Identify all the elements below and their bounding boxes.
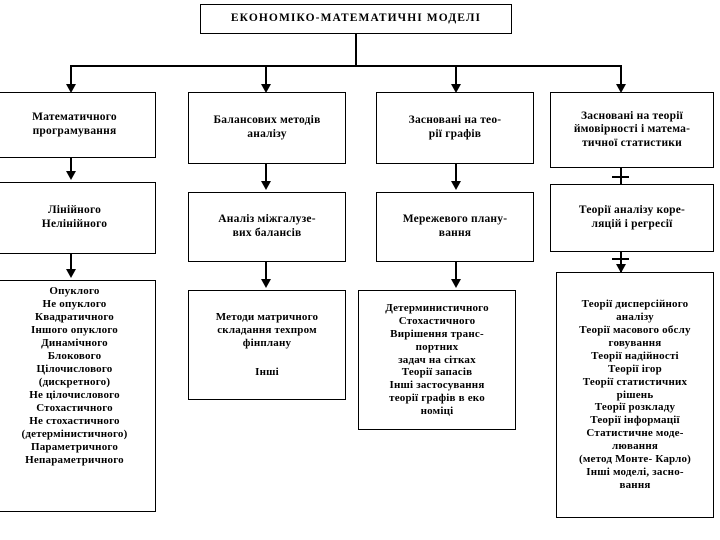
node-col2-level1: Балансових методів аналізу xyxy=(188,92,346,164)
node-col2-level3-line1: Методи матричного xyxy=(215,311,319,324)
node-col4-level3-item-6: Теорії ігор xyxy=(608,362,662,375)
node-col4-level3-item-7: Теорії статистичних xyxy=(582,375,688,388)
node-col1-level3-item-2: Не опуклого xyxy=(42,297,107,310)
node-col2-level1-line2: аналізу xyxy=(247,128,287,140)
connector-tick-col4-l1-l2 xyxy=(612,176,629,178)
node-col3-level3-item-5: задач на сітках xyxy=(398,353,476,366)
node-col1-level3-item-3: Квадратичного xyxy=(35,310,114,323)
node-col4-level3-item-12: лювання xyxy=(611,440,659,453)
node-col4-level3-item-1: Теорії дисперсійного xyxy=(581,297,689,310)
node-col2-level1-line1: Балансових методів xyxy=(213,114,321,127)
connector-arrow-col2-l2-l3 xyxy=(260,279,271,288)
node-col1-level3: Опуклого Не опуклого Квадратичного Іншог… xyxy=(0,280,156,512)
node-col1-level3-item-4: Іншого опуклого xyxy=(31,323,118,336)
node-col4-level3-item-10: Теорії інформації xyxy=(590,414,680,427)
branch-drop-line-2 xyxy=(265,65,267,87)
node-col3-level3-item-9: номіці xyxy=(420,405,454,418)
node-col4-level3: Теорії дисперсійного аналізу Теорії масо… xyxy=(556,272,714,518)
node-col1-level2-line2: Нелінійного xyxy=(41,218,108,230)
node-col4-level3-item-13: (метод Монте- Карло) xyxy=(578,453,692,466)
node-col4-level2-line2: ляцій і регресії xyxy=(591,218,673,230)
node-col4-level3-item-3: Теорії масового обслу xyxy=(579,323,691,336)
node-col4-level3-item-5: Теорії надійності xyxy=(591,349,679,362)
branch-drop-line-3 xyxy=(455,65,457,87)
node-col3-level2-line1: Мережевого плану- xyxy=(402,213,508,226)
branch-arrow-4 xyxy=(615,84,626,93)
node-col1-level2: Лінійного Нелінійного xyxy=(0,182,156,254)
node-col3-level2: Мережевого плану- вання xyxy=(376,192,534,262)
branch-arrow-3 xyxy=(450,84,461,93)
node-col1-level1-line1: Математичного xyxy=(32,111,117,124)
node-col4-level3-item-9: Теорії розкладу xyxy=(594,401,676,414)
connector-tick-col4-l2-l3 xyxy=(612,258,629,260)
connector-arrow-col4-l2-l3 xyxy=(615,264,626,273)
node-col1-level3-item-8: (дискретного) xyxy=(38,375,111,388)
node-col1-level2-line1: Лінійного xyxy=(47,204,102,217)
branch-arrow-2 xyxy=(260,84,271,93)
connector-col4-l2-l3 xyxy=(620,252,622,272)
node-col4-level2: Теорії аналізу коре- ляцій і регресії xyxy=(550,184,714,252)
branch-drop-line-1 xyxy=(70,65,72,87)
node-col4-level1: Засновані на теорії ймовірності і матема… xyxy=(550,92,714,168)
node-col2-level3-line2: складання техпром xyxy=(217,324,317,337)
connector-col2-l2-l3 xyxy=(265,262,267,286)
node-col4-level1-line1: Засновані на теорії xyxy=(580,109,683,122)
connector-col3-l2-l3 xyxy=(455,262,457,286)
node-col2-level3: Методи матричного складання техпром фінп… xyxy=(188,290,346,400)
node-col3-level2-line2: вання xyxy=(438,227,472,239)
node-col1-level3-item-5: Динамічного xyxy=(41,336,108,349)
node-col1-level1: Математичного програмування xyxy=(0,92,156,158)
distribution-bus-line xyxy=(70,65,620,67)
node-col1-level3-item-14: Непараметричного xyxy=(25,453,124,466)
node-col3-level3-item-7: Інші застосування xyxy=(389,379,485,392)
node-col4-level1-line2: ймовірності і матема- xyxy=(573,123,691,136)
connector-col3-l1-l2 xyxy=(455,164,457,188)
node-col1-level1-line2: програмування xyxy=(32,125,117,137)
node-col3-level3-item-2: Стохастичного xyxy=(398,314,476,327)
node-col1-level3-item-7: Цілочислового xyxy=(36,362,113,375)
connector-arrow-col3-l1-l2 xyxy=(450,181,461,190)
connector-arrow-col3-l2-l3 xyxy=(450,279,461,288)
connector-arrow-col1-l2-l3 xyxy=(65,269,76,278)
node-col2-level2: Аналіз міжгалузе- вих балансів xyxy=(188,192,346,262)
node-col3-level3: Детерминистичного Стохастичного Вирішенн… xyxy=(358,290,516,430)
node-col3-level1-line2: рії графів xyxy=(428,128,482,140)
node-col4-level3-item-15: вання xyxy=(619,479,651,492)
node-col1-level3-item-10: Стохастичного xyxy=(36,401,113,414)
node-col3-level1-line1: Засновані на тео- xyxy=(408,114,502,127)
node-col1-level3-item-9: Не цілочислового xyxy=(29,388,120,401)
node-col3-level3-item-4: портних xyxy=(415,340,459,353)
node-col4-level3-item-14: Інші моделі, засно- xyxy=(586,466,684,479)
node-col4-level1-line3: тичної статистики xyxy=(582,136,682,149)
trunk-vertical-line xyxy=(355,34,357,66)
node-col2-level2-line2: вих балансів xyxy=(232,227,302,239)
node-col1-level3-item-1: Опуклого xyxy=(49,285,100,297)
node-col2-level2-line1: Аналіз міжгалузе- xyxy=(218,213,316,226)
node-col3-level1: Засновані на тео- рії графів xyxy=(376,92,534,164)
connector-col1-l2-l3 xyxy=(70,254,72,276)
connector-arrow-col2-l1-l2 xyxy=(260,181,271,190)
connector-col2-l1-l2 xyxy=(265,164,267,188)
diagram-title-box: ЕКОНОМІКО-МАТЕМАТИЧНІ МОДЕЛІ xyxy=(200,4,512,34)
connector-col1-l1-l2 xyxy=(70,158,72,178)
branch-arrow-1 xyxy=(65,84,76,93)
node-col4-level2-line1: Теорії аналізу коре- xyxy=(578,204,686,217)
node-col4-level3-item-11: Статистичне моде- xyxy=(586,427,684,440)
node-col4-level3-item-2: аналізу xyxy=(616,310,654,323)
node-col1-level3-item-11: Не стохастичного xyxy=(29,414,120,427)
node-col3-level3-item-1: Детерминистичного xyxy=(385,301,489,314)
node-col3-level3-item-3: Вирішення транс- xyxy=(390,327,484,340)
diagram-title: ЕКОНОМІКО-МАТЕМАТИЧНІ МОДЕЛІ xyxy=(230,12,482,25)
node-col4-level3-item-8: рішень xyxy=(616,388,654,401)
node-col2-level3-extra: Інші xyxy=(255,365,279,378)
node-col4-level3-item-4: говування xyxy=(608,336,662,349)
node-col1-level3-item-6: Блокового xyxy=(47,349,102,362)
node-col1-level3-item-13: Параметричного xyxy=(30,440,119,453)
node-col3-level3-item-6: Теорії запасів xyxy=(401,366,473,379)
node-col2-level3-line3: фінплану xyxy=(242,337,292,349)
connector-arrow-col1-l1-l2 xyxy=(65,171,76,180)
node-col1-level3-item-12: (детермінистичного) xyxy=(21,427,128,440)
branch-drop-line-4 xyxy=(620,65,622,87)
node-col3-level3-item-8: теорії графів в еко xyxy=(389,392,485,405)
